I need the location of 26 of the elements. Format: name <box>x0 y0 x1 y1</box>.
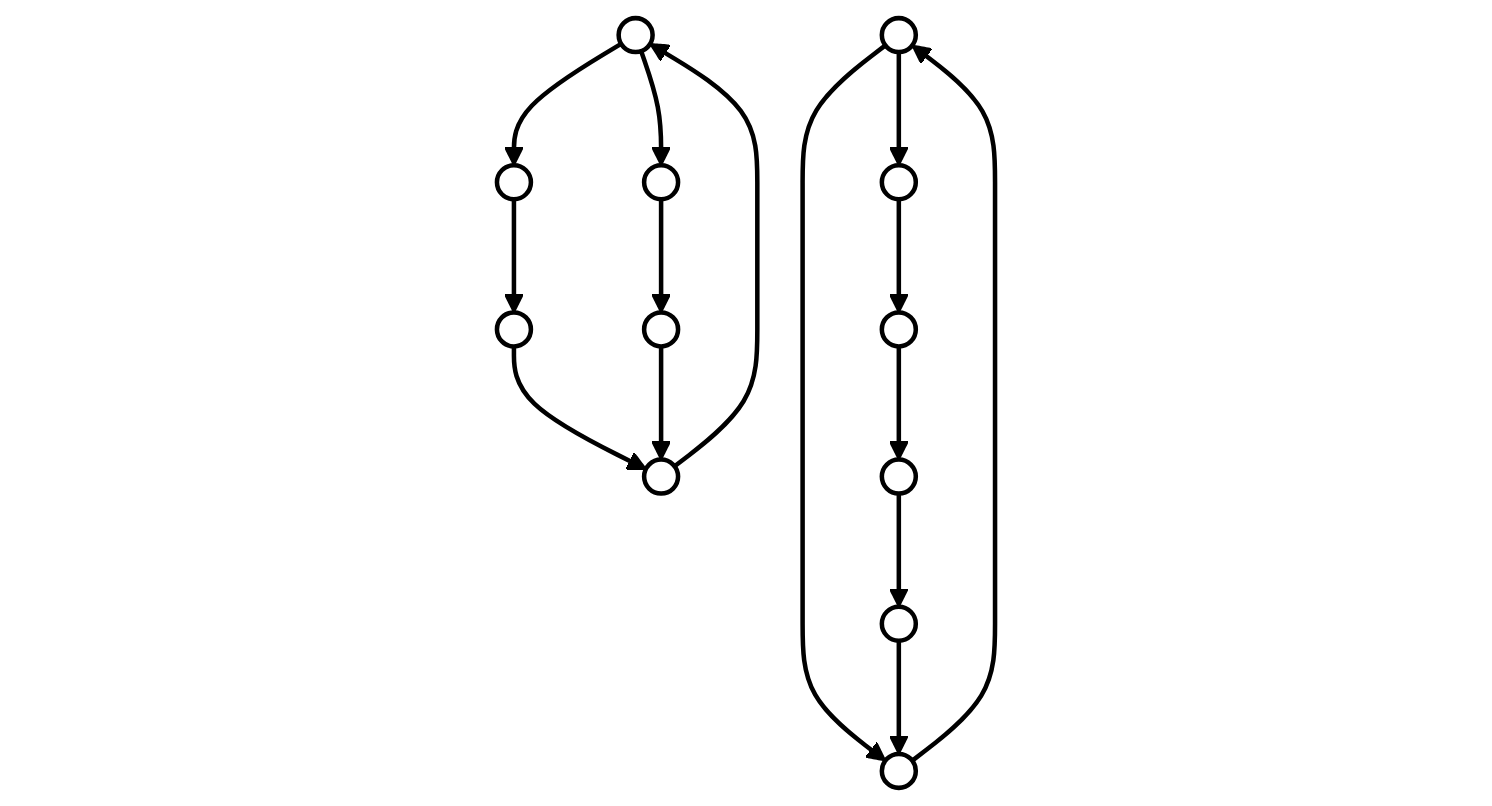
arrow <box>651 346 672 461</box>
node-circle <box>879 310 919 349</box>
node-circle <box>616 15 655 55</box>
arrow <box>651 199 672 314</box>
arrow <box>511 346 647 470</box>
arrow <box>888 640 909 755</box>
arrow <box>503 41 623 167</box>
arrow <box>888 199 909 314</box>
node-circle <box>494 310 534 349</box>
node-circle <box>879 604 919 643</box>
node-circle <box>494 163 534 202</box>
node-circle <box>879 457 919 496</box>
arrow <box>888 52 909 167</box>
node-circle <box>641 310 681 349</box>
arrow <box>800 43 887 762</box>
arrow <box>888 493 909 608</box>
node-circle <box>879 163 919 202</box>
node-circle <box>879 15 919 55</box>
arrow <box>503 199 524 314</box>
node-circle <box>879 751 919 791</box>
arrow <box>910 44 998 763</box>
node-circle <box>641 457 681 496</box>
arrow <box>888 346 909 461</box>
node-circle <box>641 163 681 202</box>
arrow <box>639 50 672 167</box>
arrow <box>649 42 760 469</box>
